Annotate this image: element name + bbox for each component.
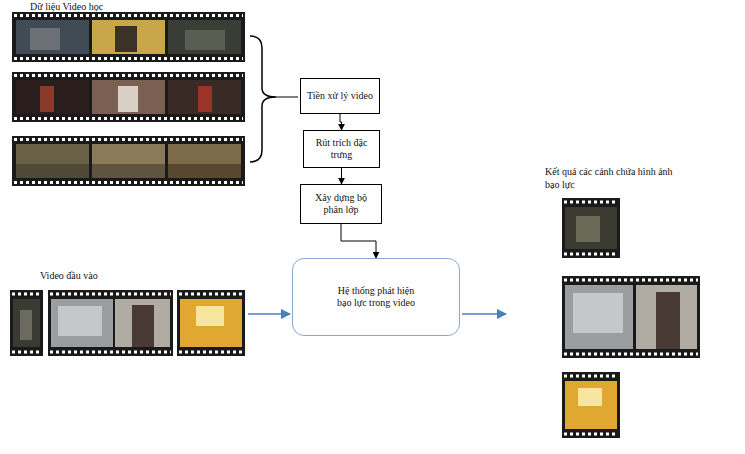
film-frame-detail xyxy=(92,164,165,178)
film-frame xyxy=(168,80,241,114)
sprocket-holes xyxy=(50,351,171,354)
film-base xyxy=(562,276,700,358)
process-box: Tiền xử lý video xyxy=(300,78,380,114)
film-frame xyxy=(92,20,165,54)
film-strip xyxy=(562,372,620,438)
flow-connector xyxy=(341,168,342,184)
sprocket-holes xyxy=(179,351,243,354)
caption-label: Video đầu vào xyxy=(40,270,160,283)
film-strip xyxy=(10,290,43,356)
film-frame-detail xyxy=(196,306,224,326)
film-frame xyxy=(565,381,617,429)
film-strip xyxy=(12,12,245,62)
film-base xyxy=(562,372,620,438)
sprocket-holes xyxy=(14,138,243,141)
film-frame-detail xyxy=(185,30,225,50)
flow-connector xyxy=(340,114,342,130)
film-frame xyxy=(51,299,113,347)
caption-label: Kết quả các cảnh chứa hình ảnh bạo lực xyxy=(545,166,673,191)
film-base xyxy=(562,198,620,258)
bracket xyxy=(250,36,276,162)
film-frame xyxy=(115,299,170,347)
film-frame xyxy=(565,207,617,249)
sprocket-holes xyxy=(564,201,618,204)
sprocket-holes xyxy=(12,293,41,296)
film-frame xyxy=(92,144,165,178)
film-strip xyxy=(177,290,245,356)
film-base xyxy=(177,290,245,356)
film-frame xyxy=(168,20,241,54)
film-frame-detail xyxy=(115,26,137,52)
film-frame-detail xyxy=(20,310,32,340)
node-text: Rút trích đặc trưng xyxy=(308,137,375,161)
sprocket-holes xyxy=(50,293,171,296)
film-frame xyxy=(636,285,697,349)
sprocket-holes xyxy=(564,279,698,282)
film-base xyxy=(12,136,245,186)
film-frame-detail xyxy=(656,292,680,349)
film-frame-detail xyxy=(198,86,212,112)
sprocket-holes xyxy=(14,117,243,120)
process-box: Rút trích đặc trưng xyxy=(303,130,380,168)
film-frame-detail xyxy=(16,164,89,178)
film-strip xyxy=(562,198,620,258)
sprocket-holes xyxy=(12,351,41,354)
film-frame-detail xyxy=(578,388,602,406)
film-frame xyxy=(13,299,40,347)
film-frame xyxy=(168,144,241,178)
node-text: Hệ thống phát hiện bạo lực trong video xyxy=(334,285,418,309)
film-frame xyxy=(16,144,89,178)
film-frame-detail xyxy=(58,306,102,336)
node-text: Tiền xử lý video xyxy=(307,90,373,102)
film-frame xyxy=(180,299,242,347)
system-box: Hệ thống phát hiện bạo lực trong video xyxy=(292,258,460,336)
film-strip xyxy=(12,72,245,122)
sprocket-holes xyxy=(564,353,698,356)
film-frame xyxy=(565,285,633,349)
film-base xyxy=(12,72,245,122)
caption-label: Dữ liệu Video học xyxy=(30,1,170,14)
film-frame-detail xyxy=(118,86,138,112)
bracket-leader xyxy=(276,97,298,98)
film-frame-detail xyxy=(132,305,154,347)
sprocket-holes xyxy=(564,433,618,436)
film-frame xyxy=(16,80,89,114)
film-frame-detail xyxy=(168,164,241,178)
sprocket-holes xyxy=(14,57,243,60)
film-base xyxy=(10,290,43,356)
sprocket-holes xyxy=(564,375,618,378)
sprocket-holes xyxy=(179,293,243,296)
film-frame-detail xyxy=(40,86,54,112)
sprocket-holes xyxy=(564,253,618,256)
film-strip xyxy=(48,290,173,356)
sprocket-holes xyxy=(14,181,243,184)
film-base xyxy=(48,290,173,356)
film-base xyxy=(12,12,245,62)
film-frame-detail xyxy=(573,293,623,333)
flow-connector xyxy=(341,224,376,258)
film-frame-detail xyxy=(576,216,600,242)
film-frame-detail xyxy=(30,28,60,50)
film-strip xyxy=(562,276,700,358)
film-frame xyxy=(92,80,165,114)
process-box: Xây dựng bộ phân lớp xyxy=(300,184,382,224)
flow-arrow xyxy=(462,313,506,315)
film-strip xyxy=(12,136,245,186)
sprocket-holes xyxy=(14,14,243,17)
sprocket-holes xyxy=(14,74,243,77)
film-frame xyxy=(16,20,89,54)
node-text: Xây dựng bộ phân lớp xyxy=(305,192,377,216)
flow-arrow xyxy=(248,313,290,315)
